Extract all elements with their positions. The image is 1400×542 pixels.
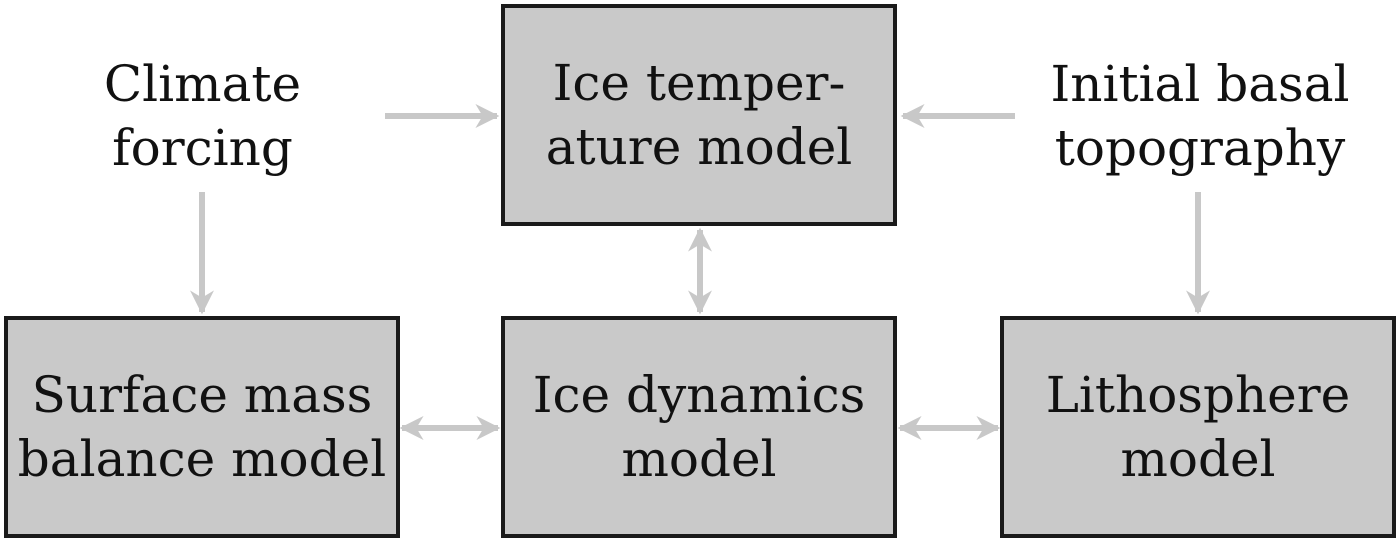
ice-temperature-model-line-2: ature model [545, 118, 853, 176]
surface-mass-balance-model-line-2: balance model [17, 430, 387, 488]
ice-dynamics-model-line-1: Ice dynamics [532, 366, 866, 424]
lithosphere-model-line-2: model [1120, 430, 1276, 488]
initial-basal-topography-line-2: topography [1054, 119, 1346, 177]
climate-forcing-line-2: forcing [112, 119, 293, 177]
surface-mass-balance-model-line-1: Surface mass [31, 366, 373, 424]
ice-temperature-model-line-1: Ice temper- [552, 54, 846, 112]
ice-dynamics-model-line-2: model [621, 430, 777, 488]
surface-mass-balance-model-box: Surface mass balance model [4, 316, 400, 538]
initial-basal-topography-label: Initial basal topography [1030, 48, 1370, 184]
lithosphere-model-line-1: Lithosphere [1045, 366, 1351, 424]
lithosphere-model-box: Lithosphere model [1000, 316, 1396, 538]
initial-basal-topography-line-1: Initial basal [1050, 55, 1350, 113]
climate-forcing-label: Climate forcing [60, 48, 345, 184]
climate-forcing-line-1: Climate [103, 55, 302, 113]
ice-dynamics-model-box: Ice dynamics model [501, 316, 897, 538]
ice-temperature-model-box: Ice temper- ature model [501, 4, 897, 226]
